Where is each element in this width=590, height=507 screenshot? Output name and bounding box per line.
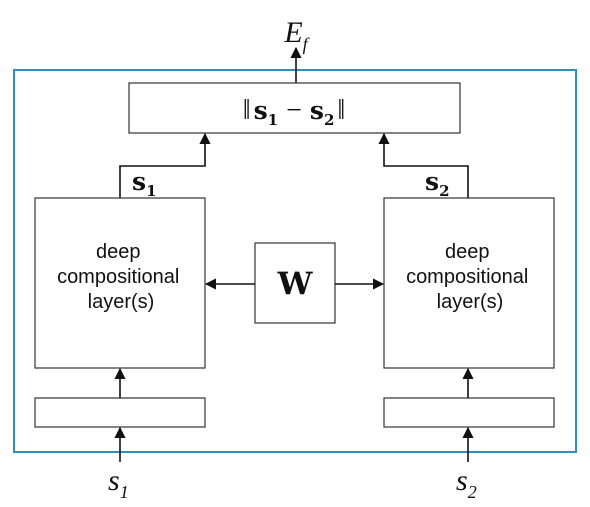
left-source-label: s1 [108,464,129,502]
left-layer-line-3: layer(s) [88,291,155,313]
left-source-index: 1 [120,482,129,502]
distance-formula: ‖s1−s2‖ [243,95,346,129]
right-source-index: 2 [468,482,477,502]
left-layer-line-1: deep [96,241,141,263]
left-source-base: s [108,464,120,497]
left-input-layer-box [34,397,206,428]
output-energy-subscript: f [303,34,311,54]
distance-close-norm: ‖ [337,95,345,126]
distance-right-term: s [310,96,324,125]
output-energy-base: E [283,16,302,49]
right-source-label: s2 [456,464,477,502]
distance-minus: − [286,95,302,126]
right-layer-line-2: compositional [406,266,528,288]
distance-left-index: 1 [268,111,278,129]
right-embedding-label: s2 [425,167,450,200]
left-layer-line-2: compositional [57,266,179,288]
distance-box [128,82,461,134]
left-compositional-layer-box [34,197,206,369]
output-energy-label: Ef [283,16,310,54]
outer-model-frame [13,69,577,453]
right-layer-line-1: deep [445,241,490,263]
left-embedding-label: s1 [132,167,157,200]
distance-left-term: s [254,96,268,125]
shared-weights-label: W [277,266,314,302]
right-embedding-index: 2 [439,182,449,200]
shared-weights-box [254,242,336,324]
right-input-layer-box [383,397,555,428]
left-embedding-arrow [119,132,211,198]
right-source-base: s [456,464,468,497]
left-embedding-index: 1 [146,182,156,200]
left-embedding-base: s [132,167,146,196]
distance-right-index: 2 [324,111,334,129]
left-compositional-layer-label: deep compositional layer(s) [57,241,185,313]
right-compositional-layer-box [383,197,555,369]
right-layer-line-3: layer(s) [437,291,504,313]
right-embedding-base: s [425,167,439,196]
distance-open-norm: ‖ [243,95,251,126]
right-embedding-arrow [378,132,469,198]
right-compositional-layer-label: deep compositional layer(s) [406,241,534,313]
